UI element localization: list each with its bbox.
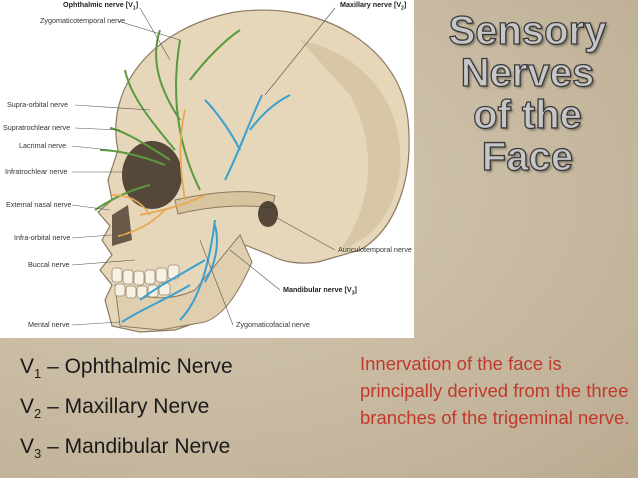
title-line-2: Nerves <box>460 51 595 95</box>
title-line-1: Sensory <box>448 9 607 53</box>
skull-drawing <box>71 7 410 333</box>
teeth <box>111 264 180 299</box>
title-line-4: Face <box>481 135 574 179</box>
branch-v3: V3 – Mandibular Nerve <box>20 435 231 462</box>
ear-canal <box>258 201 278 227</box>
label-maxillary-nerve: Maxillary nerve [V2] <box>340 0 407 12</box>
label-zygomaticotemporal-nerve: Zygomaticotemporal nerve <box>40 16 126 25</box>
leader-lines <box>71 7 336 326</box>
branch-v1: V1 – Ophthalmic Nerve <box>20 355 233 382</box>
label-supraorbital-nerve: Supra-orbital nerve <box>7 100 69 109</box>
label-mandibular-nerve: Mandibular nerve [V3] <box>283 285 357 297</box>
label-buccal-nerve: Buccal nerve <box>28 260 70 269</box>
label-lacrimal-nerve: Lacrimal nerve <box>19 141 67 150</box>
slide-title: Sensory Nerves of the Face <box>425 9 630 179</box>
trigeminal-branch-list: V1 – Ophthalmic Nerve V2 – Maxillary Ner… <box>20 350 320 471</box>
label-zygomaticofacial-nerve: Zygomaticofacial nerve <box>236 320 310 329</box>
branch-v2: V2 – Maxillary Nerve <box>20 395 210 422</box>
title-line-3: of the <box>472 93 582 137</box>
maxillary-nerve-branches <box>111 109 206 237</box>
cranium-shading <box>300 40 401 250</box>
label-external-nasal-nerve: External nasal nerve <box>6 200 72 209</box>
nasal-cavity <box>112 205 132 246</box>
label-infratrochlear-nerve: Infratrochlear nerve <box>5 167 68 176</box>
description-text: Innervation of the face is principally d… <box>360 353 630 428</box>
label-supratrochlear-nerve: Supratrochlear nerve <box>3 123 71 132</box>
label-ophthalmic-nerve: Ophthalmic nerve [V1] <box>63 0 139 12</box>
mandibular-nerve-branches <box>121 94 291 323</box>
label-mental-nerve: Mental nerve <box>28 320 70 329</box>
label-auriculotemporal-nerve: Auriculotemporal nerve <box>338 245 412 254</box>
skull-nerve-illustration: Ophthalmic nerve [V1] Maxillary nerve [V… <box>0 0 414 338</box>
label-infraorbital-nerve: Infra-orbital nerve <box>14 233 71 242</box>
